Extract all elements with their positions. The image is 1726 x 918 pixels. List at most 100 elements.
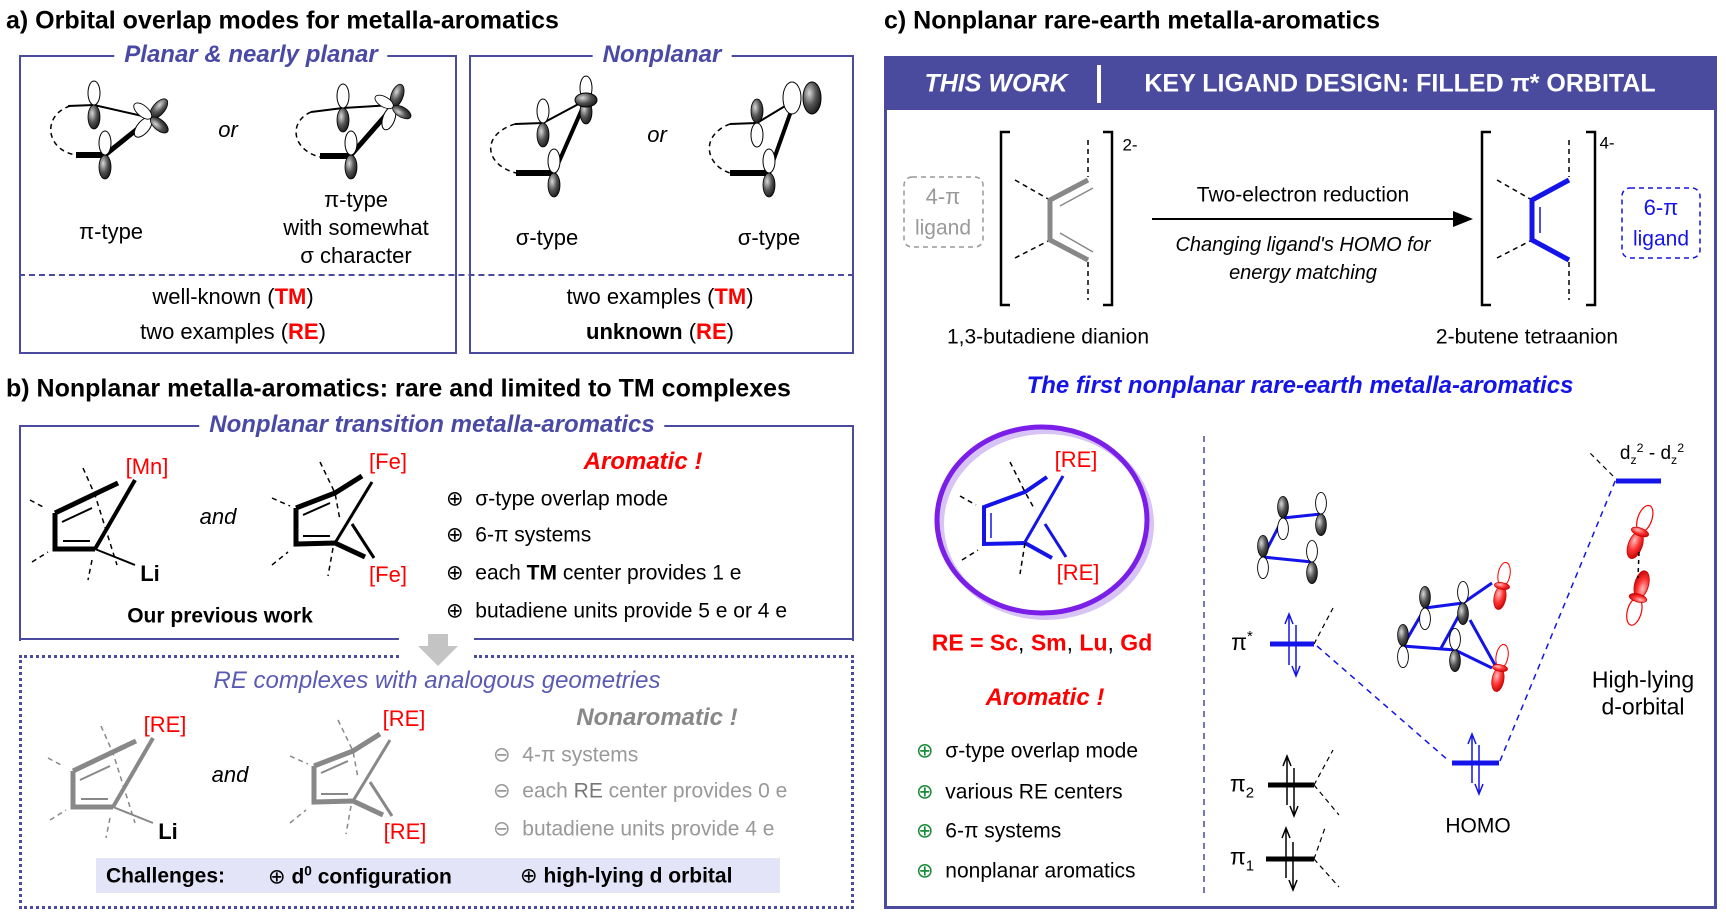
challenges-label: Challenges:	[106, 864, 226, 888]
nonplanar-status-tm: two examples (TM)	[566, 284, 754, 309]
bullet-item: ⊕ nonplanar aromatics	[916, 859, 1136, 883]
four-pi-tag: 4-π	[925, 184, 961, 209]
minus-circle-icon: ⊖	[493, 817, 511, 841]
plus-circle-icon: ⊕	[446, 561, 464, 585]
plus-circle-icon: ⊕	[268, 865, 286, 889]
plus-circle-icon: ⊕	[916, 819, 934, 843]
re-box-top-right	[474, 655, 854, 658]
plus-circle-icon: ⊕	[916, 859, 934, 883]
bullet-item: ⊖ butadiene units provide 4 e	[493, 817, 775, 841]
pi-type-overlap-drawing	[50, 80, 172, 180]
re-box	[19, 655, 854, 909]
bullet-item: ⊕ 6-π systems	[916, 819, 1062, 843]
re-box-heading: RE complexes with analogous geometries	[213, 667, 661, 694]
sigma-type-overlap-drawing-1	[490, 75, 598, 198]
nonaromatic-verdict: Nonaromatic !	[576, 704, 738, 731]
plus-circle-icon: ⊕	[520, 864, 538, 888]
d-orbital-label: d-orbital	[1601, 693, 1685, 720]
or-label: or	[218, 117, 238, 142]
four-pi-tag-ligand: ligand	[914, 216, 972, 240]
plus-circle-icon: ⊕	[916, 739, 934, 763]
pi-type-label-line: with somewhat	[283, 215, 429, 240]
tm-box-heading: Nonplanar transition metalla-aromatics	[199, 413, 665, 437]
re-bottom-label: [RE]	[1056, 560, 1100, 585]
aromatic-verdict: Aromatic !	[583, 448, 703, 475]
aromatic-verdict: Aromatic !	[985, 684, 1105, 711]
re-top-label: [RE]	[382, 706, 426, 731]
pi-2-label: π2	[1229, 770, 1255, 802]
down-arrow-icon	[418, 634, 458, 666]
planar-status-re: two examples (RE)	[140, 319, 326, 344]
challenges-band	[96, 858, 780, 893]
li-label: Li	[158, 819, 178, 844]
banner-key-design: KEY LIGAND DESIGN: FILLED π* ORBITAL	[1144, 69, 1656, 98]
minus-circle-icon: ⊖	[493, 779, 511, 803]
planar-status-tm: well-known (TM)	[152, 284, 314, 309]
tm-box-bottom-left	[19, 638, 399, 640]
homo-label: HOMO	[1445, 814, 1511, 838]
bullet-item: ⊕ 6-π systems	[446, 523, 592, 547]
re-top-label: [RE]	[1054, 447, 1098, 472]
butadiene-dianion-drawing	[903, 130, 1114, 307]
nonplanar-box	[469, 55, 854, 354]
bullet-item: ⊕ various RE centers	[916, 780, 1123, 804]
plus-circle-icon: ⊕	[446, 487, 464, 511]
d-orbital-label: High-lying	[1591, 666, 1695, 693]
re-element-list: RE = Sc, Sm, Lu, Gd	[931, 629, 1153, 656]
and-label: and	[211, 762, 249, 787]
six-pi-tag-ligand: ligand	[1632, 227, 1690, 251]
planar-box	[19, 55, 457, 354]
re-box-top-left	[19, 655, 399, 658]
charge-4minus: 4-	[1599, 133, 1615, 153]
tm-box-bottom-right	[474, 638, 854, 640]
previous-work-caption: Our previous work	[127, 604, 313, 628]
panel-c-title: c) Nonplanar rare-earth metalla-aromatic…	[884, 6, 1381, 35]
planar-heading: Planar & nearly planar	[114, 43, 388, 67]
six-pi-tag: 6-π	[1643, 195, 1679, 220]
nonplanar-status-re: unknown (RE)	[586, 319, 734, 344]
divider-dashed	[19, 274, 854, 276]
plus-circle-icon: ⊕	[446, 599, 464, 623]
pi-star-label: π*	[1231, 628, 1253, 655]
banner-this-work: THIS WORK	[924, 69, 1068, 98]
bullet-item: ⊕ each TM center provides 1 e	[446, 561, 742, 585]
pi-type-sigma-character-drawing	[295, 81, 414, 180]
plus-circle-icon: ⊕	[446, 523, 464, 547]
sigma-type-label: σ-type	[515, 225, 579, 250]
mn-label: [Mn]	[125, 454, 169, 479]
pi-type-label-line: σ character	[300, 243, 412, 268]
pi-1-label: π1	[1229, 843, 1255, 875]
or-label: or	[647, 122, 667, 147]
bullet-item: ⊕ σ-type overlap mode	[446, 487, 669, 511]
panel-a-title: a) Orbital overlap modes for metalla-aro…	[6, 6, 559, 35]
butene-tetraanion-drawing	[1480, 130, 1701, 307]
product-name: 2-butene tetraanion	[1435, 325, 1619, 349]
subtitle: The first nonplanar rare-earth metalla-a…	[1026, 372, 1574, 399]
fe-top-label: [Fe]	[369, 449, 407, 474]
sigma-type-label: σ-type	[737, 225, 801, 250]
dz2-label: dz2 - dz2	[1619, 440, 1685, 467]
pi-type-label: π-type	[78, 219, 144, 244]
bullet-item: ⊕ butadiene units provide 5 e or 4 e	[446, 599, 787, 623]
bullet-item: ⊖ each RE center provides 0 e	[493, 779, 788, 803]
banner	[884, 56, 1717, 110]
nonplanar-heading: Nonplanar	[592, 43, 732, 67]
panel-b-title: b) Nonplanar metalla-aromatics: rare and…	[6, 374, 791, 403]
banner-separator	[1097, 65, 1101, 103]
re-bottom-label: [RE]	[383, 819, 427, 844]
charge-2minus: 2-	[1122, 135, 1138, 155]
reactant-name: 1,3-butadiene dianion	[946, 325, 1150, 349]
re-label: [RE]	[143, 712, 187, 737]
pi-type-label-line: π-type	[323, 187, 389, 212]
plus-circle-icon: ⊕	[916, 780, 934, 804]
mo-diagram	[1257, 451, 1661, 893]
re-metallacycle-drawing	[934, 424, 1154, 620]
bullet-item: ⊕ σ-type overlap mode	[916, 739, 1139, 763]
sigma-type-overlap-drawing-2	[708, 81, 822, 198]
minus-circle-icon: ⊖	[493, 743, 511, 767]
arrow-label-below: Changing ligand's HOMO for	[1175, 234, 1431, 256]
li-label: Li	[140, 561, 160, 586]
challenge-d0: ⊕ d0 configuration	[268, 863, 452, 889]
